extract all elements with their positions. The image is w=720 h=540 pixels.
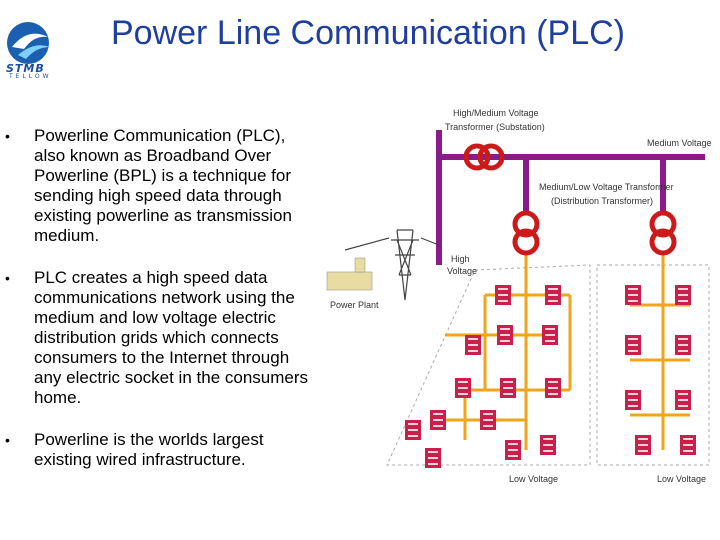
distribution-label-2: (Distribution Transformer) bbox=[551, 196, 653, 206]
house-window bbox=[628, 294, 638, 296]
house-window bbox=[408, 435, 418, 437]
house-window bbox=[545, 334, 555, 336]
house-window bbox=[678, 338, 688, 340]
house-window bbox=[428, 451, 438, 453]
house-window bbox=[433, 413, 443, 415]
house-window bbox=[500, 334, 510, 336]
house-window bbox=[638, 444, 648, 446]
house-window bbox=[548, 381, 558, 383]
house-window bbox=[678, 405, 688, 407]
house-window bbox=[548, 393, 558, 395]
low-voltage-right-label: Low Voltage bbox=[657, 474, 706, 484]
bullet-item: • PLC creates a high speed data communica… bbox=[0, 268, 320, 408]
house-window bbox=[628, 344, 638, 346]
bullet-text: Powerline is the worlds largest existing… bbox=[34, 430, 264, 469]
house-window bbox=[628, 399, 638, 401]
houses-group bbox=[405, 285, 696, 468]
house-window bbox=[678, 288, 688, 290]
high-voltage-label-2: Voltage bbox=[447, 266, 477, 276]
house-window bbox=[543, 444, 553, 446]
house-window bbox=[508, 443, 518, 445]
house-window bbox=[408, 429, 418, 431]
house-window bbox=[503, 393, 513, 395]
house-window bbox=[498, 294, 508, 296]
medium-voltage-label: Medium Voltage bbox=[647, 138, 712, 148]
transmission-tower-icon bbox=[344, 229, 440, 301]
plc-network-diagram: High/Medium Voltage Transformer (Substat… bbox=[326, 108, 712, 484]
house-window bbox=[500, 340, 510, 342]
house-window bbox=[678, 344, 688, 346]
house-window bbox=[433, 425, 443, 427]
house-window bbox=[638, 438, 648, 440]
house-window bbox=[678, 393, 688, 395]
bullet-dot-icon: • bbox=[5, 270, 10, 286]
house-window bbox=[548, 387, 558, 389]
house-window bbox=[545, 340, 555, 342]
house-window bbox=[503, 381, 513, 383]
house-window bbox=[458, 381, 468, 383]
house-window bbox=[508, 455, 518, 457]
substation-transformer-icon bbox=[463, 143, 505, 171]
house-window bbox=[508, 449, 518, 451]
house-window bbox=[483, 419, 493, 421]
left-distribution-area bbox=[386, 264, 591, 466]
house-window bbox=[548, 288, 558, 290]
house-window bbox=[548, 300, 558, 302]
bullet-list: • Powerline Communication (PLC), also kno… bbox=[0, 126, 320, 492]
house-window bbox=[468, 350, 478, 352]
house-window bbox=[543, 438, 553, 440]
house-window bbox=[498, 288, 508, 290]
house-window bbox=[683, 444, 693, 446]
right-distribution-area bbox=[596, 264, 710, 466]
house-window bbox=[428, 463, 438, 465]
house-window bbox=[498, 300, 508, 302]
house-window bbox=[628, 300, 638, 302]
house-window bbox=[468, 338, 478, 340]
house-window bbox=[483, 425, 493, 427]
house-window bbox=[548, 294, 558, 296]
logo-text: STMB bbox=[6, 62, 45, 75]
house-window bbox=[628, 288, 638, 290]
house-window bbox=[468, 344, 478, 346]
house-window bbox=[545, 328, 555, 330]
low-voltage-left-label: Low Voltage bbox=[509, 474, 558, 484]
house-window bbox=[683, 438, 693, 440]
distribution-transformer-right-icon bbox=[649, 210, 677, 256]
house-window bbox=[678, 399, 688, 401]
power-plant-icon bbox=[326, 257, 373, 291]
house-window bbox=[433, 419, 443, 421]
house-window bbox=[678, 350, 688, 352]
stmb-logo-icon bbox=[7, 22, 50, 64]
house-window bbox=[678, 294, 688, 296]
bullet-item: • Powerline Communication (PLC), also kno… bbox=[0, 126, 320, 246]
page-title: Power Line Communication (PLC) bbox=[111, 14, 625, 52]
house-window bbox=[628, 405, 638, 407]
house-window bbox=[428, 457, 438, 459]
house-window bbox=[628, 350, 638, 352]
bullet-text: PLC creates a high speed data communicat… bbox=[34, 268, 309, 407]
house-window bbox=[503, 387, 513, 389]
bullet-text: Powerline Communication (PLC), also know… bbox=[34, 126, 292, 245]
house-window bbox=[628, 393, 638, 395]
power-plant-label: Power Plant bbox=[330, 300, 379, 310]
substation-label-2: Transformer (Substation) bbox=[445, 122, 545, 132]
house-window bbox=[678, 300, 688, 302]
bullet-dot-icon: • bbox=[5, 128, 10, 144]
logo-subtext: TELLOW bbox=[9, 73, 52, 80]
house-window bbox=[543, 450, 553, 452]
house-window bbox=[628, 338, 638, 340]
high-voltage-label-1: High bbox=[451, 254, 470, 264]
house-window bbox=[683, 450, 693, 452]
distribution-label-1: Medium/Low Voltage Transformer bbox=[539, 182, 674, 192]
house-window bbox=[458, 387, 468, 389]
bullet-item: • Powerline is the worlds largest existin… bbox=[0, 430, 320, 470]
distribution-transformer-left-icon bbox=[512, 210, 540, 256]
bullet-dot-icon: • bbox=[5, 432, 10, 448]
house-window bbox=[408, 423, 418, 425]
house-window bbox=[483, 413, 493, 415]
house-window bbox=[638, 450, 648, 452]
substation-label-1: High/Medium Voltage bbox=[453, 108, 539, 118]
house-window bbox=[458, 393, 468, 395]
house-window bbox=[500, 328, 510, 330]
